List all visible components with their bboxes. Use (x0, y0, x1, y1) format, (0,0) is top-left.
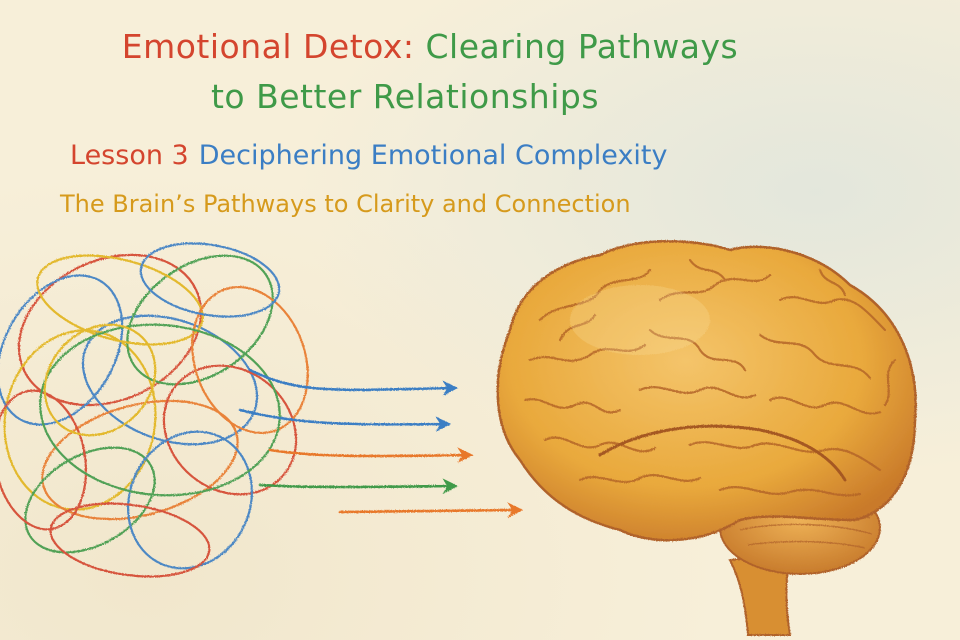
lesson-number: Lesson 3 (70, 140, 189, 171)
lateral-sulcus (598, 424, 847, 482)
arrow-blue-2 (238, 408, 452, 432)
page-title: Emotional Detox: Clearing Pathways to Be… (0, 22, 960, 121)
arrow-orange-1 (268, 447, 474, 463)
title-part-3: to Better Relationships (210, 76, 600, 116)
arrow-green (258, 478, 459, 494)
arrows (238, 368, 524, 518)
title-part-2: Clearing Pathways (425, 27, 739, 66)
arrow-blue-1 (248, 368, 459, 397)
title-part-1: Emotional Detox: (121, 27, 415, 66)
lesson-name: Deciphering Emotional Complexity (198, 140, 668, 171)
lesson-heading: Lesson 3 Deciphering Emotional Complexity (70, 140, 668, 171)
tagline: The Brain’s Pathways to Clarity and Conn… (60, 190, 631, 218)
arrow-orange-2 (338, 502, 524, 518)
tangled-loops (0, 242, 309, 578)
brain (496, 240, 917, 636)
